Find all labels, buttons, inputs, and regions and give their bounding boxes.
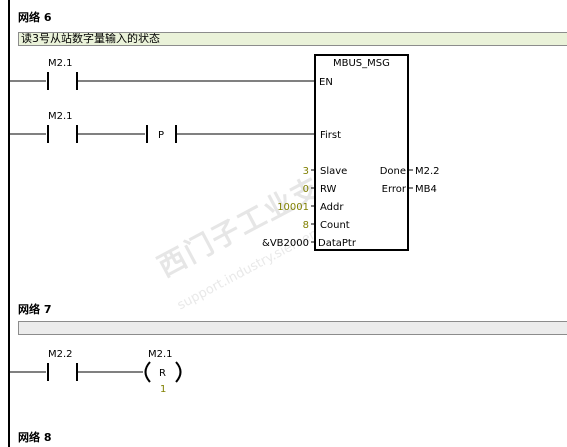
pin-addr: Addr <box>320 202 344 213</box>
pin-slave: Slave <box>320 166 347 177</box>
pin-done: Done <box>380 166 406 177</box>
mbus-msg-block[interactable]: MBUS_MSG EN First Slave RW Addr Count Da… <box>314 54 409 251</box>
contact-address: M2.2 <box>48 349 73 360</box>
block-title: MBUS_MSG <box>333 58 390 69</box>
coil-count: 1 <box>160 384 166 395</box>
contact-m2-2[interactable]: M2.2 <box>47 349 78 381</box>
pin-rw: RW <box>320 184 337 195</box>
pin-first: First <box>320 130 341 141</box>
pin-count: Count <box>320 220 350 231</box>
input-slave-value[interactable]: 3 <box>303 166 309 177</box>
edge-label: P <box>158 130 164 141</box>
power-rail <box>8 0 10 447</box>
network-6-comment[interactable]: 读3号从站数字量输入的状态 <box>18 32 567 46</box>
network-7-comment[interactable] <box>18 321 567 335</box>
contact-m2-1-a[interactable]: M2.1 <box>47 58 78 90</box>
pin-en: EN <box>319 77 333 88</box>
input-dataptr-value[interactable]: &VB2000 <box>262 238 309 249</box>
contact-address: M2.1 <box>48 111 73 122</box>
pin-dataptr: DataPtr <box>318 238 357 249</box>
input-rw-value[interactable]: 0 <box>303 184 309 195</box>
network-6-title[interactable]: 网络 6 <box>18 11 52 24</box>
network-7-title[interactable]: 网络 7 <box>18 303 52 316</box>
pin-error: Error <box>382 184 407 195</box>
input-count-value[interactable]: 8 <box>303 220 309 231</box>
reset-coil[interactable]: M2.1 R 1 <box>144 349 182 395</box>
output-done-value[interactable]: M2.2 <box>415 166 440 177</box>
coil-type: R <box>159 368 166 379</box>
input-addr-value[interactable]: 10001 <box>277 202 309 213</box>
network-8-title[interactable]: 网络 8 <box>18 431 52 444</box>
positive-edge-contact[interactable]: P <box>146 125 177 143</box>
contact-address: M2.1 <box>48 58 73 69</box>
coil-address: M2.1 <box>148 349 173 360</box>
output-error-value[interactable]: MB4 <box>415 184 437 195</box>
contact-m2-1-b[interactable]: M2.1 <box>47 111 78 143</box>
